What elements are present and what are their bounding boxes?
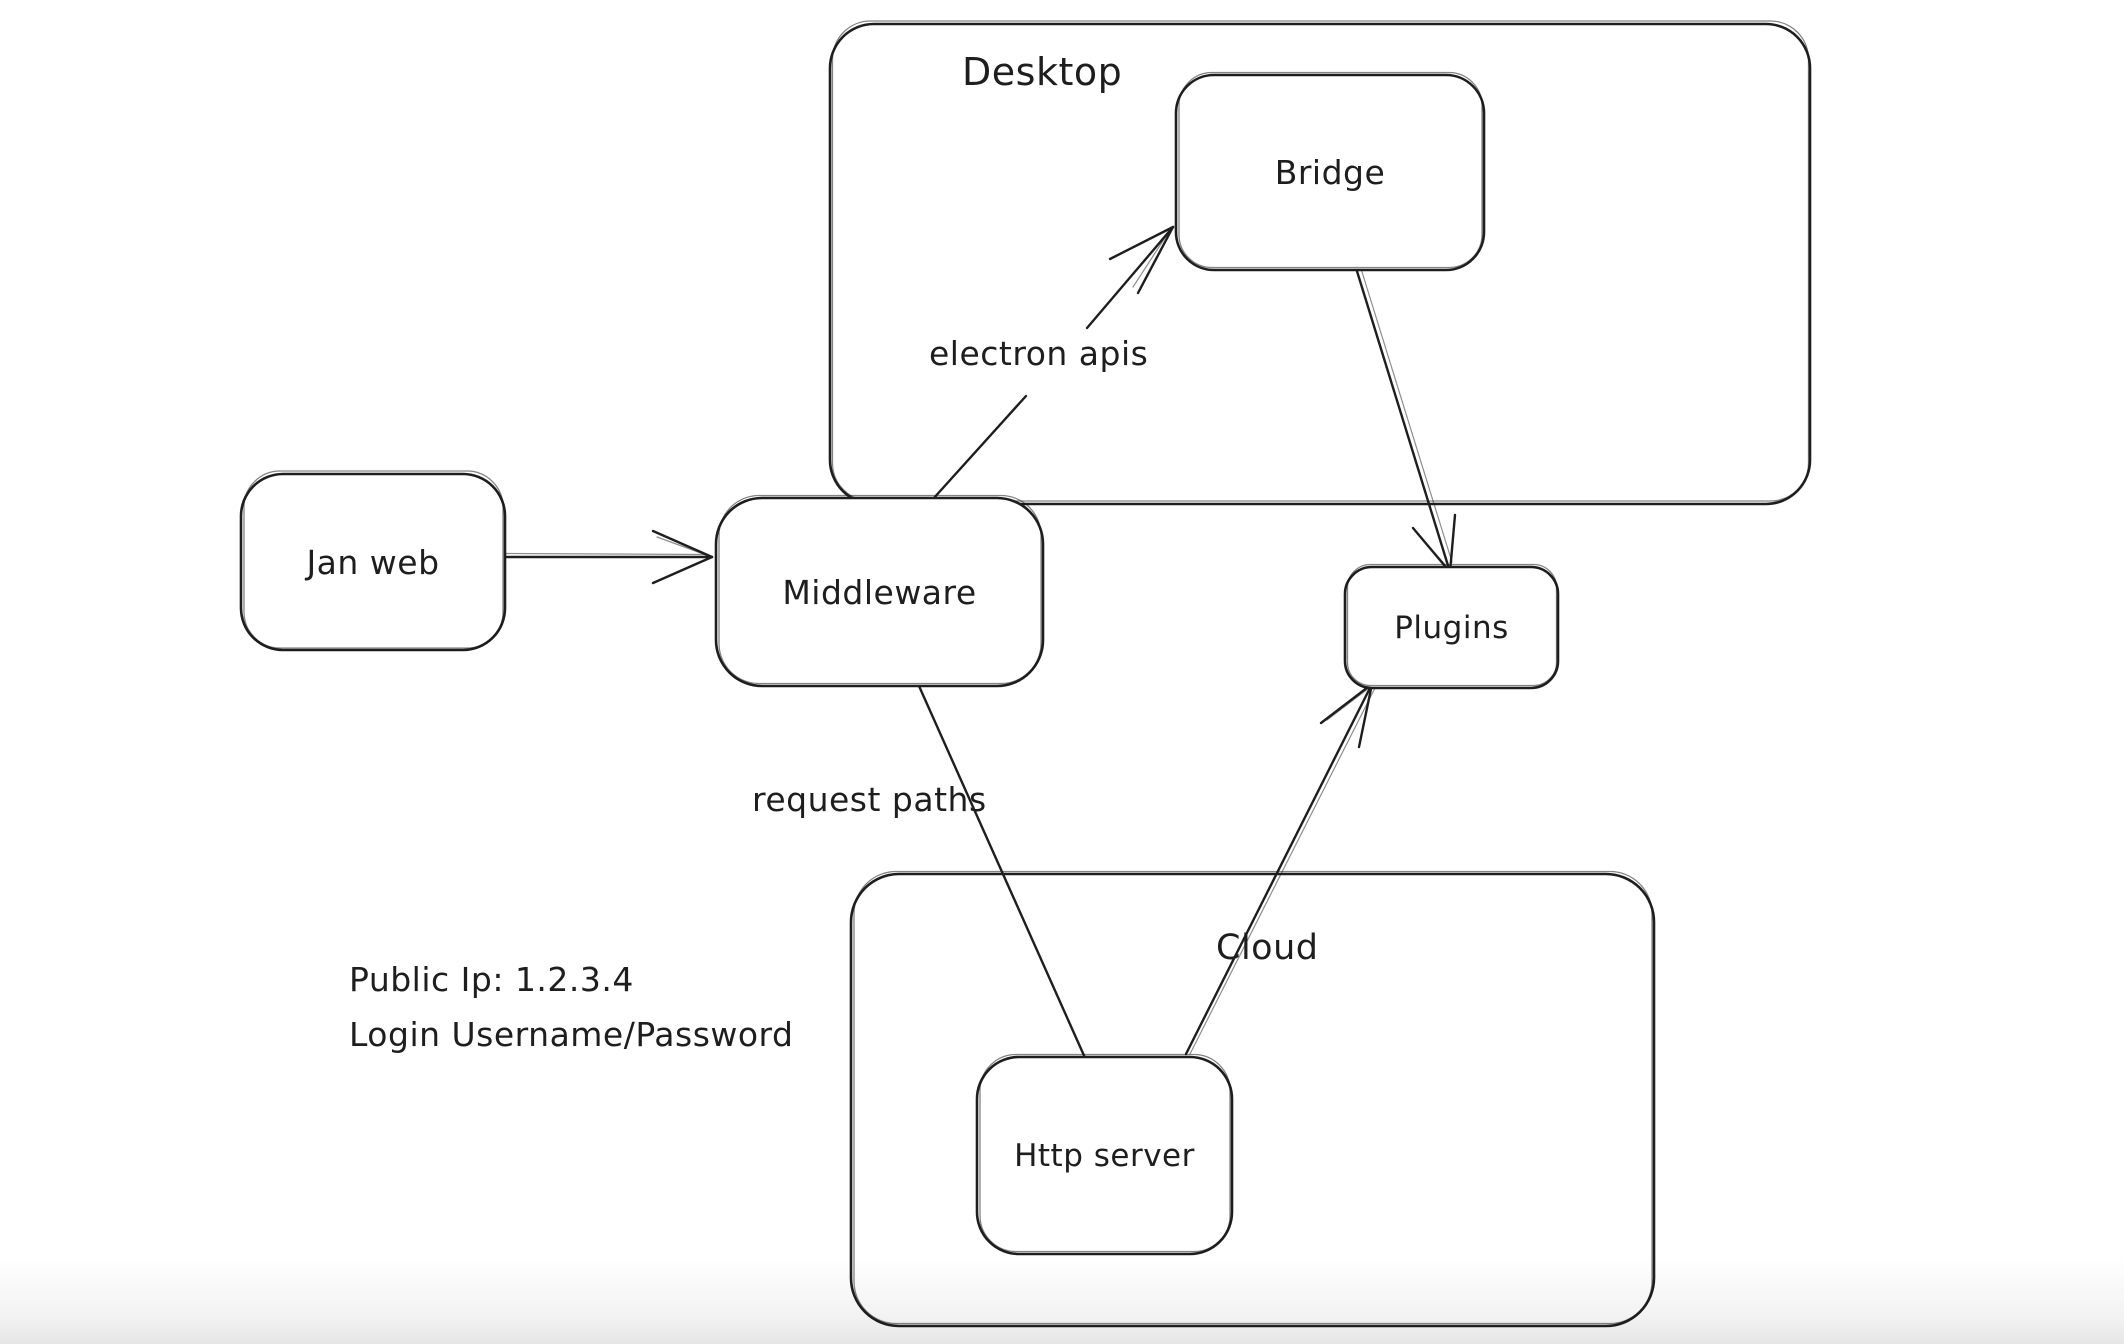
container-desktop[interactable]	[828, 20, 1812, 506]
node-http-server[interactable]	[975, 1053, 1234, 1256]
edge-jan-web-to-middleware[interactable]	[504, 529, 714, 585]
note-text[interactable]: Public Ip: 1.2.3.4 Login Username/Passwo…	[349, 952, 794, 1063]
container-label-cloud[interactable]: Cloud	[1216, 928, 1319, 968]
edge-label-request-paths[interactable]: request paths	[752, 780, 987, 819]
edge-label-electron-apis[interactable]: electron apis	[929, 334, 1149, 373]
note-line-login: Login Username/Password	[349, 1015, 794, 1055]
node-middleware[interactable]	[714, 494, 1045, 688]
node-bridge[interactable]	[1174, 71, 1486, 272]
edge-bridge-to-plugins[interactable]	[1354, 266, 1457, 574]
edge-middleware-to-http-server[interactable]	[917, 684, 1088, 1062]
edge-middleware-to-bridge[interactable]	[931, 225, 1175, 501]
container-cloud[interactable]	[849, 870, 1656, 1328]
node-plugins[interactable]	[1343, 563, 1560, 690]
note-line-public-ip: Public Ip: 1.2.3.4	[349, 960, 634, 999]
node-jan-web[interactable]	[239, 470, 507, 652]
edge-http-server-to-plugins[interactable]	[1184, 682, 1376, 1056]
container-label-desktop[interactable]: Desktop	[962, 50, 1123, 94]
